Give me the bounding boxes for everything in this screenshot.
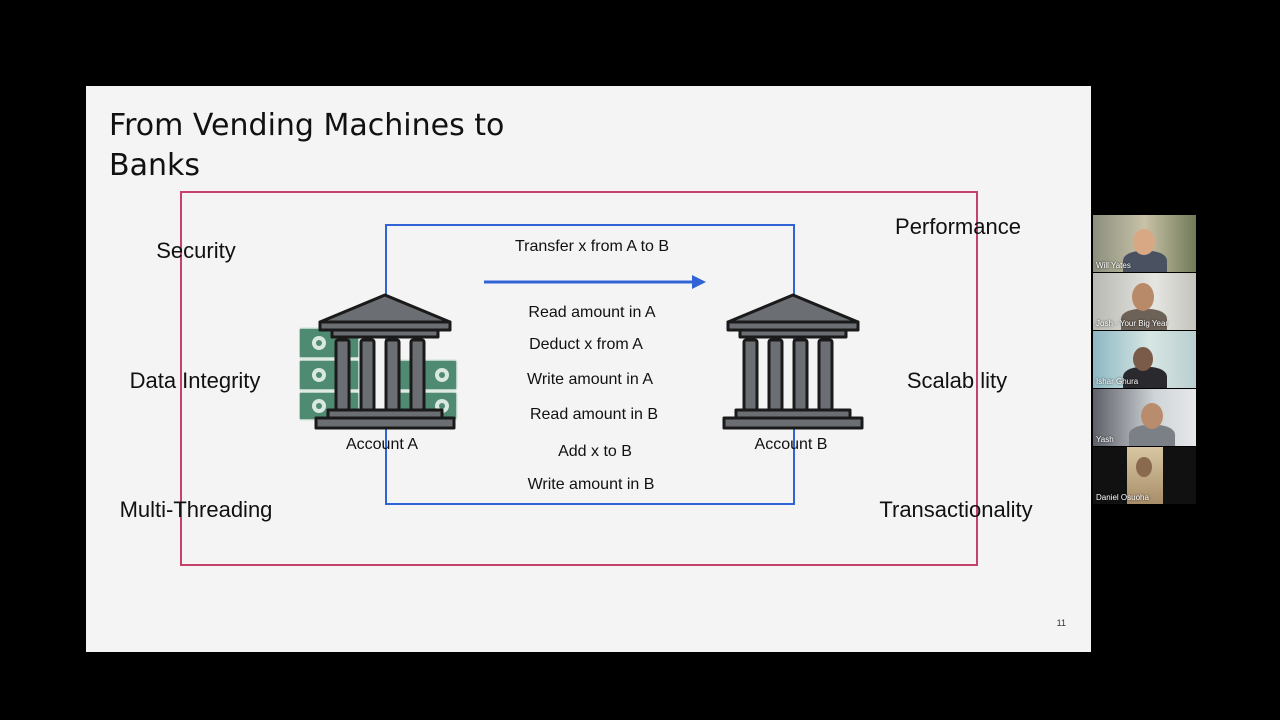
label-scalability: Scalab lity bbox=[906, 368, 1008, 393]
label-performance: Performance bbox=[895, 214, 1021, 239]
label-transactionality: Transactionality bbox=[879, 497, 1033, 522]
step-add-b: Add x to B bbox=[558, 443, 632, 460]
transfer-arrow-icon bbox=[484, 275, 706, 289]
participant-tile[interactable]: Daniel Osuoha bbox=[1093, 447, 1196, 504]
participant-video bbox=[1123, 251, 1167, 272]
participant-video bbox=[1121, 309, 1167, 330]
participant-tile[interactable]: Ishar Ghura bbox=[1093, 331, 1196, 388]
participant-name: Josh - Your Big Year bbox=[1096, 319, 1169, 328]
participant-name: Will Yates bbox=[1096, 261, 1131, 270]
slide-page-number: 11 bbox=[1056, 618, 1066, 628]
bank-b-icon bbox=[722, 293, 864, 430]
participant-tile[interactable]: Yash bbox=[1093, 389, 1196, 446]
participant-name: Ishar Ghura bbox=[1096, 377, 1139, 386]
step-write-a: Write amount in A bbox=[527, 371, 653, 388]
slide-title: From Vending Machines to Banks bbox=[109, 108, 505, 183]
participant-tile[interactable]: Will Yates bbox=[1093, 215, 1196, 272]
participant-name: Daniel Osuoha bbox=[1096, 493, 1149, 502]
participants-panel: Will Yates Josh - Your Big Year Ishar Gh… bbox=[1093, 215, 1196, 505]
participant-tile[interactable]: Josh - Your Big Year bbox=[1093, 273, 1196, 330]
presentation-slide: From Vending Machines to Banks Security … bbox=[86, 86, 1091, 652]
account-a-label: Account A bbox=[345, 436, 419, 453]
participant-video bbox=[1129, 425, 1175, 446]
label-data-integrity: Data Integrity bbox=[129, 368, 261, 393]
participant-face bbox=[1141, 403, 1163, 429]
step-read-a: Read amount in A bbox=[528, 304, 656, 321]
transfer-title: Transfer x from A to B bbox=[514, 238, 670, 255]
participant-face bbox=[1133, 229, 1155, 255]
step-write-b: Write amount in B bbox=[527, 476, 655, 493]
outer-frame bbox=[180, 191, 978, 566]
label-security: Security bbox=[156, 238, 236, 263]
participant-video bbox=[1123, 367, 1167, 388]
step-read-b: Read amount in B bbox=[529, 406, 659, 423]
participant-face bbox=[1136, 457, 1152, 477]
participant-face bbox=[1132, 283, 1154, 311]
bank-a-icon bbox=[314, 293, 456, 430]
step-deduct-a: Deduct x from A bbox=[529, 336, 643, 353]
participant-face bbox=[1133, 347, 1153, 371]
label-multi-threading: Multi-Threading bbox=[119, 497, 273, 522]
participant-name: Yash bbox=[1096, 435, 1114, 444]
account-b-label: Account B bbox=[754, 436, 828, 453]
